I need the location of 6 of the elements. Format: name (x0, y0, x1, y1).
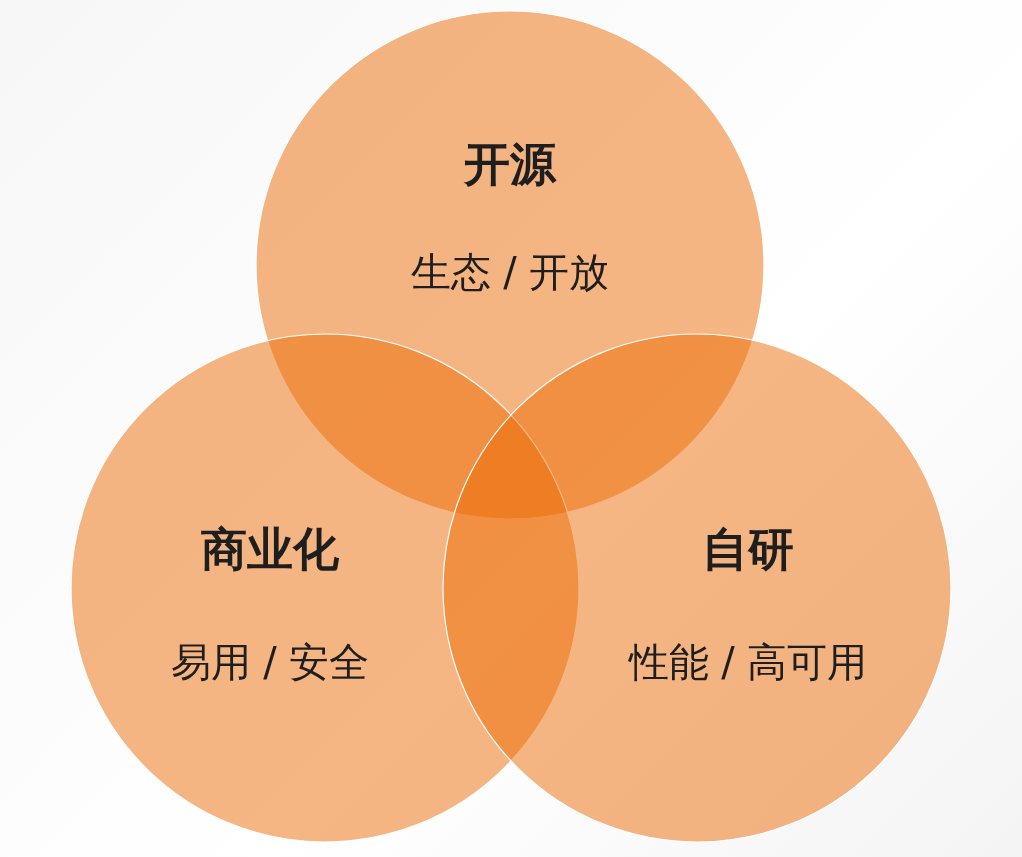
circle-heading: 开源 (464, 136, 556, 193)
circle-heading: 自研 (702, 521, 794, 578)
circle-description: 性能 / 高可用 (628, 637, 868, 687)
circle-description: 易用 / 安全 (170, 637, 370, 687)
circle-description: 生态 / 开放 (410, 247, 610, 297)
circle-heading: 商业化 (201, 521, 339, 578)
